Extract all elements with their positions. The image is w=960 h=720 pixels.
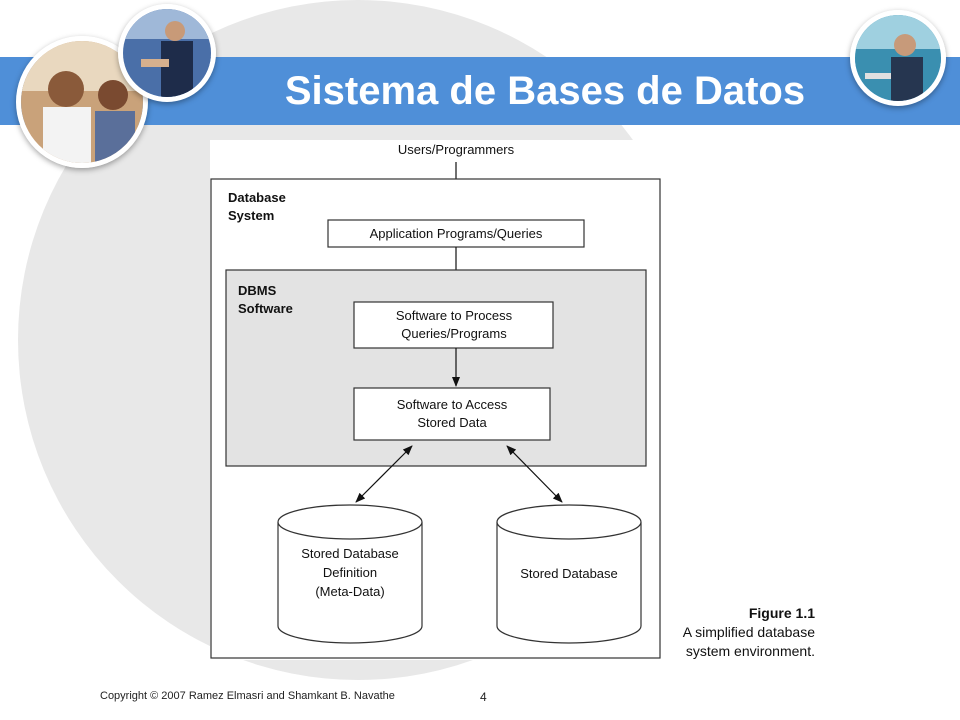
stored-database-text: Stored Database (520, 566, 618, 581)
database-system-label-line1: Database (228, 190, 286, 205)
caption-line1: A simplified database (682, 624, 815, 640)
users-programmers-label: Users/Programmers (398, 142, 515, 157)
caption-line2: system environment. (685, 643, 815, 659)
slide-title: Sistema de Bases de Datos (284, 69, 806, 113)
application-programs-text: Application Programs/Queries (370, 226, 543, 241)
access-stored-data-box (353, 387, 551, 441)
process-queries-line1: Software to Process (396, 308, 513, 323)
metadata-cylinder (277, 504, 423, 644)
arrow-access-to-metadata (355, 445, 413, 503)
process-queries-line2: Queries/Programs (401, 326, 507, 341)
database-system-diagram: Users/Programmers Database System Applic… (210, 142, 661, 659)
copyright-footer: Copyright © 2007 Ramez Elmasri and Shamk… (100, 690, 395, 702)
diagram-panel: Users/Programmers Database System Applic… (210, 140, 816, 660)
metadata-cylinder-line2: Definition (323, 565, 377, 580)
figure-caption: Figure 1.1 A simplified database system … (660, 604, 815, 661)
access-stored-data-line2: Stored Data (417, 415, 487, 430)
dbms-label-line2: Software (238, 301, 293, 316)
dbms-label-line1: DBMS (238, 283, 277, 298)
metadata-cylinder-line1: Stored Database (301, 546, 399, 561)
stored-database-cylinder (496, 504, 642, 644)
database-system-label-line2: System (228, 208, 274, 223)
photo-handshake (118, 4, 216, 102)
access-stored-data-line1: Software to Access (397, 397, 508, 412)
page-number: 4 (480, 690, 487, 704)
application-programs-box (327, 219, 585, 248)
figure-number: Figure 1.1 (748, 605, 815, 621)
metadata-cylinder-line3: (Meta-Data) (315, 584, 384, 599)
arrow-access-to-stored-db (506, 445, 563, 503)
photo-businessman (850, 10, 946, 106)
process-queries-box (353, 301, 554, 349)
